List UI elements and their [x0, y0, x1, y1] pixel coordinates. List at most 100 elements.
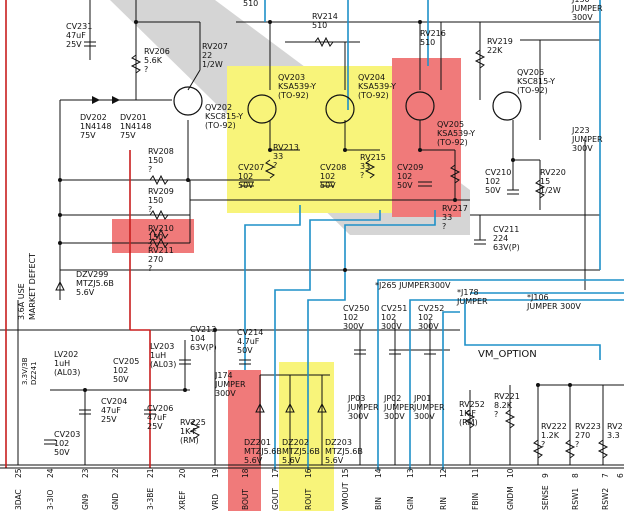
blue-wires [244, 0, 624, 470]
component-label-qv203: (TO-92) [278, 91, 309, 100]
component-label-rv215: 33 [360, 162, 370, 171]
component-label-cv208: 50V [320, 181, 336, 190]
component-label-rv213: 33 [273, 152, 283, 161]
pin-number: 17 [271, 468, 280, 478]
component-label-cv207: 102 [238, 172, 253, 181]
component-label-dv201: DV201 [120, 113, 147, 122]
component-label-qv204: QV204 [358, 73, 385, 82]
signal-label: BIN [374, 497, 383, 510]
component-label-dz203: 5.6V [325, 456, 344, 465]
signal-label: 3DAC [14, 489, 23, 510]
component-label-dz202: 5.6V [282, 456, 301, 465]
vm-option-label: VM_OPTION [478, 349, 537, 360]
component-label-qv202: KSC815-Y [205, 112, 243, 121]
component-label-lv203: LV203 [150, 342, 174, 351]
pin-number: 7 [601, 473, 610, 478]
component-label-cv251: 102 [381, 313, 396, 322]
component-label-dz201: 5.6V [244, 456, 263, 465]
component-label-jp03: 300V [348, 412, 369, 421]
component-label-rv211: 270 [148, 255, 163, 264]
pin-number: 11 [471, 468, 480, 478]
component-label-qv206: KSC815-Y [517, 77, 555, 86]
signal-label: BOUT [241, 489, 250, 510]
junction-dots [58, 20, 572, 392]
component-label-rv220: 15 [540, 177, 550, 186]
component-label-rv219: RV219 [487, 37, 513, 46]
pin-number: 10 [506, 468, 515, 478]
component-label-qv206: QV206 [517, 68, 544, 77]
component-label-cv209: 102 [397, 172, 412, 181]
component-label-j174: 300V [215, 389, 236, 398]
component-label-rv209: RV209 [148, 187, 174, 196]
pin-number: 12 [439, 468, 448, 478]
component-label-qv205: KSA539-Y [437, 129, 475, 138]
signal-label: FBIN [471, 493, 480, 510]
pin-number: 8 [571, 473, 580, 478]
signal-label: VRD [211, 494, 220, 510]
black-wires [0, 0, 624, 466]
component-label-lv203: 1uH [150, 351, 166, 360]
component-label-dv201: 75V [120, 131, 136, 140]
component-label-rv214: 510 [312, 21, 327, 30]
component-label-rv209: ? [148, 205, 152, 214]
component-label-rv223: ? [575, 440, 579, 449]
pin-number: 16 [304, 468, 313, 478]
component-label-rv207: 1/2W [202, 60, 223, 69]
component-label-jp01: JP01 [413, 394, 431, 403]
component-label-cv208: CV208 [320, 163, 346, 172]
market-note: MARKET DEFECT [28, 253, 37, 320]
component-label-rv206: 5.6K [144, 56, 163, 65]
component-label-rv225: RV225 [180, 418, 206, 427]
component-label-cv207: 50V [238, 181, 254, 190]
component-label-dz201: MTZJ5.6B [244, 447, 282, 456]
pin-number: 13 [406, 468, 415, 478]
signal-label: 3-3IO [46, 490, 55, 510]
component-labels: CV23147uF25VRV2065.6K?RV207221/2W510RV21… [54, 0, 623, 465]
component-label-j_top: JUMPER [571, 4, 603, 13]
signal-label: GNDM [506, 486, 515, 510]
signal-label: RIN [439, 497, 448, 510]
component-label-dv201: 1N4148 [120, 122, 151, 131]
component-label-rv213: ? [273, 161, 277, 170]
component-label-cv214: 50V [237, 346, 253, 355]
component-label-rv211: RV211 [148, 246, 174, 255]
component-label-cv250: 102 [343, 313, 358, 322]
component-label-rv220: RV220 [540, 168, 566, 177]
component-label-j_top: 300V [572, 13, 593, 22]
component-label-rv222: 1.2K [541, 431, 560, 440]
signal-label: XREF [178, 491, 187, 510]
signal-label: SENSE [541, 485, 550, 510]
component-label-rv224: RV2 [607, 422, 623, 431]
component-label-dv202: DV202 [80, 113, 107, 122]
component-label-cv204: CV204 [101, 397, 127, 406]
component-label-cv209: 50V [397, 181, 413, 190]
pin-number: 6 [616, 473, 624, 478]
zener-note: 3.3V/3B [21, 357, 29, 385]
component-label-j265: *J265 JUMPER300V [375, 281, 451, 290]
component-label-rv223: RV223 [575, 422, 601, 431]
component-label-rv207: 22 [202, 51, 212, 60]
component-label-cv205: CV205 [113, 357, 139, 366]
component-label-jp03: JP03 [347, 394, 365, 403]
component-label-qv205: (TO-92) [437, 138, 468, 147]
component-label-rv216: RV216 [420, 29, 446, 38]
component-label-rv206: RV206 [144, 47, 170, 56]
transistor-symbols [173, 86, 522, 124]
component-label-cv208: 102 [320, 172, 335, 181]
component-label-cv205: 50V [113, 375, 129, 384]
component-label-qv204: (TO-92) [358, 91, 389, 100]
component-label-cv206: 47uF [147, 413, 167, 422]
component-label-rv252: RV252 [459, 400, 485, 409]
component-label-rv224: 3.3 [607, 431, 620, 440]
component-label-cv210: 50V [485, 186, 501, 195]
component-label-cv210: 102 [485, 177, 500, 186]
signal-label: RSW1 [571, 488, 580, 510]
component-label-rv222: RV222 [541, 422, 567, 431]
component-label-rv220: 1/2W [540, 186, 561, 195]
component-label-dzv299: MTZJ5.6B [76, 279, 114, 288]
component-label-dz202: MTZJ5.6B [282, 447, 320, 456]
signal-label: GND [111, 493, 120, 510]
pin-number: 25 [14, 468, 23, 478]
component-label-cv213: CV213 [190, 325, 216, 334]
